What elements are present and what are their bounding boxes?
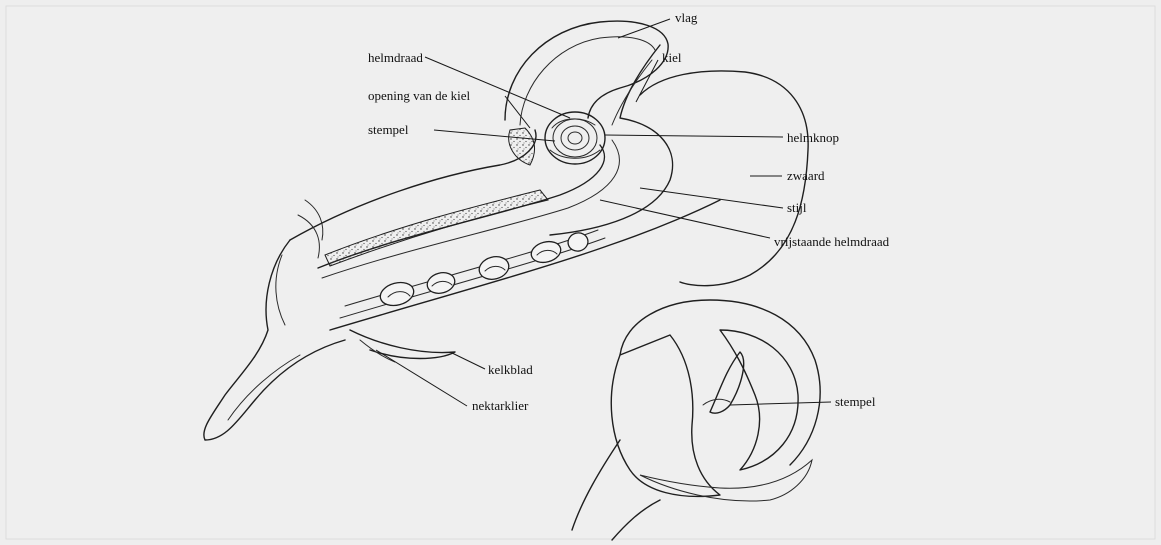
label-stempel: stempel	[368, 122, 409, 137]
label-nektarklier: nektarklier	[472, 398, 529, 413]
label-vlag: vlag	[675, 10, 698, 25]
label-helmdraad: helmdraad	[368, 50, 423, 65]
page-border	[6, 6, 1155, 539]
label-vrijstaande-helmdraad: vrijstaande helmdraad	[774, 234, 890, 249]
label-stijl: stijl	[787, 200, 807, 215]
label-kiel: kiel	[662, 50, 682, 65]
label-helmknop: helmknop	[787, 130, 839, 145]
label-stempel-detail: stempel	[835, 394, 876, 409]
label-zwaard: zwaard	[787, 168, 825, 183]
label-kelkblad: kelkblad	[488, 362, 533, 377]
label-opening-van-de-kiel: opening van de kiel	[368, 88, 471, 103]
